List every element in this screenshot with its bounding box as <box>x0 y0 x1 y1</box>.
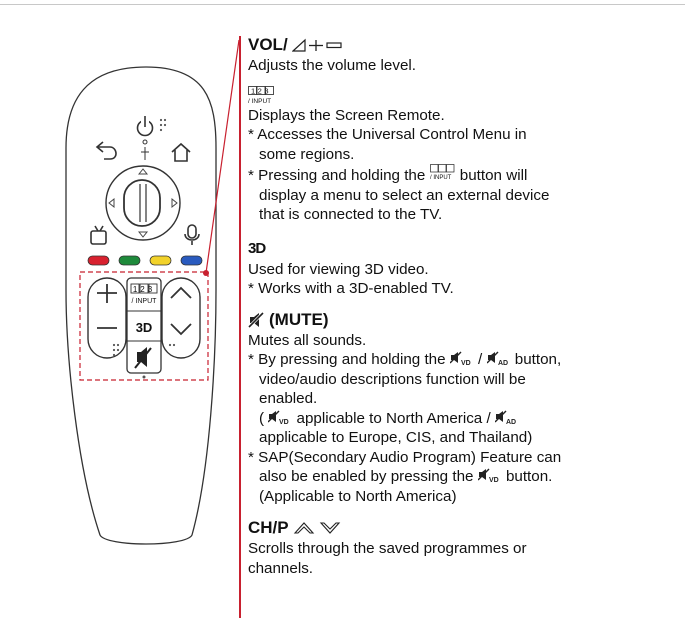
channel-up-icon <box>170 286 192 299</box>
mute-desc: Mutes all sounds. <box>248 331 367 349</box>
three-d-desc: Used for viewing 3D video. <box>248 260 429 278</box>
input-key-inline-icon: / INPUT <box>430 164 454 181</box>
svg-text:VD: VD <box>489 477 499 483</box>
mute-title: (MUTE) <box>269 309 329 329</box>
channel-rocker <box>161 277 201 359</box>
svg-text:/ INPUT: / INPUT <box>430 175 452 181</box>
navigation-wheel <box>105 165 181 241</box>
mute-ad-icon: AD <box>486 351 508 366</box>
top-rule <box>0 4 685 5</box>
mute-note-1: * By pressing and holding the VD / AD bu… <box>248 351 562 407</box>
input-key-label: / INPUT <box>132 298 158 305</box>
mic-small-icon <box>141 139 149 160</box>
remote-outline <box>65 66 217 545</box>
three-d-key-label: 3D <box>136 320 153 335</box>
volume-title: VOL/ <box>248 35 288 54</box>
input-icon-digits: 123 <box>251 86 271 95</box>
channel-heading: CH/P <box>248 517 678 539</box>
volume-symbols-icon <box>291 38 342 52</box>
mute-heading: (MUTE) <box>248 309 678 331</box>
mute-vd-icon: VD <box>449 351 471 366</box>
power-dots-icon <box>159 118 167 132</box>
home-icon <box>171 142 191 162</box>
volume-rocker <box>87 277 127 359</box>
channel-desc: Scrolls through the saved programmes or … <box>248 540 527 577</box>
svg-text:AD: AD <box>498 360 508 366</box>
wheel-arrows <box>108 168 178 238</box>
back-icon <box>95 141 117 160</box>
input-key-icon: 123 / INPUT <box>248 85 678 106</box>
color-key-red <box>87 255 110 266</box>
mute-vd-icon: VD <box>268 410 289 425</box>
color-key-green <box>118 255 141 266</box>
leader-line <box>205 39 240 274</box>
tv-icon <box>90 225 107 245</box>
svg-text:AD: AD <box>506 419 516 425</box>
color-key-blue <box>180 255 203 266</box>
three-d-title: 3D <box>248 239 266 257</box>
mute-section: (MUTE) Mutes all sounds. * By pressing a… <box>248 309 678 507</box>
three-d-heading: 3D <box>248 238 678 260</box>
three-d-section: 3D Used for viewing 3D video. * Works wi… <box>248 238 678 299</box>
color-key-yellow <box>149 255 172 266</box>
volume-dots-icon <box>112 343 120 357</box>
mute-vd-icon: VD <box>477 468 499 483</box>
instructions-column: VOL/ Adjusts the volume level. 123 / INP <box>248 34 678 578</box>
three-d-note: * Works with a 3D-enabled TV. <box>248 280 454 297</box>
input-note-2: * Pressing and holding the / INPUT butto… <box>248 164 678 225</box>
input-icon-label: / INPUT <box>248 98 271 105</box>
volume-plus-icon <box>97 284 117 303</box>
input-note-1: * Accesses the Universal Control Menu in… <box>248 126 527 163</box>
input-key-digits-icon <box>130 283 158 294</box>
center-column <box>126 277 162 374</box>
channel-section: CH/P Scrolls through the saved programme… <box>248 517 678 578</box>
input-section: 123 / INPUT Displays the Screen Remote. … <box>248 85 678 225</box>
channel-down-icon <box>170 323 192 336</box>
power-icon <box>136 116 154 137</box>
mute-key-dot <box>142 375 146 379</box>
volume-desc: Adjusts the volume level. <box>248 57 416 74</box>
volume-heading: VOL/ <box>248 34 678 56</box>
highlight-box <box>79 271 209 381</box>
mute-ad-icon: AD <box>494 410 516 425</box>
divider-line <box>239 36 241 618</box>
input-desc: Displays the Screen Remote. <box>248 106 445 124</box>
color-keys <box>87 255 203 266</box>
mute-note-sap: * SAP(Secondary Audio Program) Feature c… <box>248 448 562 505</box>
mute-key-icon <box>134 347 152 369</box>
channel-up-down-icon <box>293 522 340 534</box>
input-key-digit-text: 123 <box>133 285 155 294</box>
svg-text:VD: VD <box>279 419 289 425</box>
channel-dots-icon <box>168 343 176 347</box>
mute-icon <box>248 311 265 328</box>
input-key-digits-icon: 123 / INPUT <box>248 85 274 105</box>
magic-remote-illustration: 123 / INPUT 3D <box>65 39 240 545</box>
svg-text:VD: VD <box>461 360 471 366</box>
voice-mic-icon <box>184 224 200 245</box>
mute-note-applicability: ( VD applicable to North America / AD ap… <box>259 409 533 447</box>
volume-section: VOL/ Adjusts the volume level. <box>248 34 678 76</box>
channel-title: CH/P <box>248 518 289 537</box>
